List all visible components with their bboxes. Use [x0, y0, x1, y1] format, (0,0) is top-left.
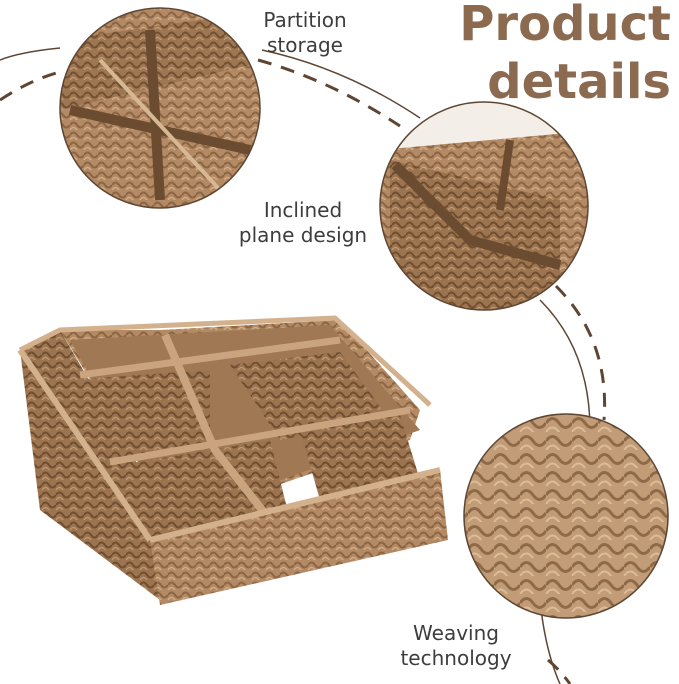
dashed-arc-left — [0, 70, 61, 102]
weave-closeup-image — [464, 414, 668, 618]
dashed-arc-top — [257, 58, 401, 128]
feature-label-weaving: Weaving technology — [382, 621, 530, 671]
dashed-arc-right — [554, 284, 607, 421]
feature-label-partition-line2: storage — [267, 33, 343, 57]
heading-line-1: Product — [459, 0, 671, 52]
thin-arc-left — [0, 47, 61, 61]
feature-label-weaving-line1: Weaving — [413, 621, 499, 645]
feature-label-partition: Partition storage — [240, 8, 370, 58]
heading-line-2: details — [487, 54, 671, 110]
feature-label-incline-line1: Inclined — [263, 198, 343, 222]
incline-closeup-image — [380, 102, 588, 310]
feature-label-weaving-line2: technology — [400, 646, 512, 670]
feature-label-partition-line1: Partition — [263, 8, 347, 32]
product-basket-image — [17, 315, 448, 605]
thin-arc-right — [539, 299, 591, 431]
feature-label-incline: Inclined plane design — [222, 198, 384, 248]
dashed-connector-lines — [0, 58, 607, 684]
partition-closeup-image — [60, 8, 260, 208]
dashed-arc-bottom — [547, 658, 572, 684]
feature-label-incline-line2: plane design — [238, 223, 368, 247]
thin-arc-top — [261, 49, 421, 119]
